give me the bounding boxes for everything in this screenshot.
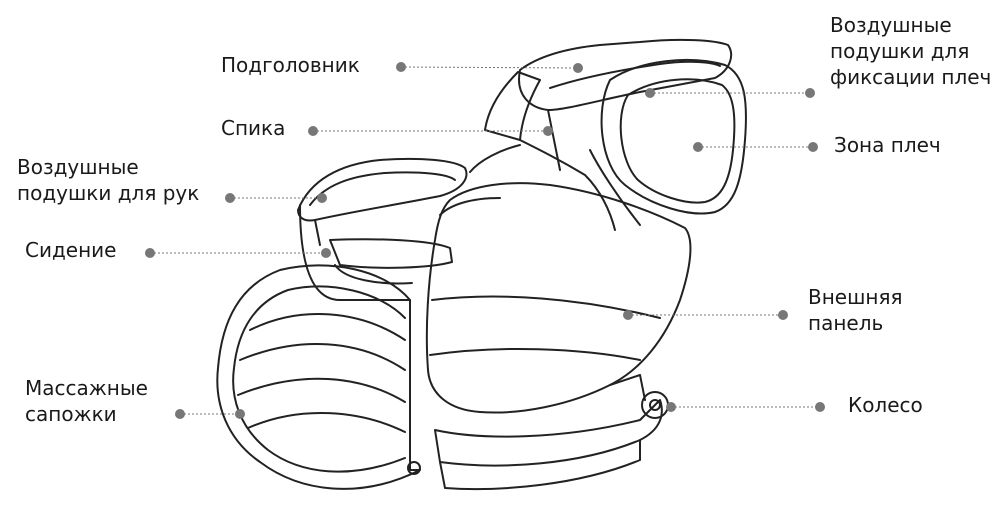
dot-arm-airbags-label — [225, 193, 235, 203]
dot-seat-label — [145, 248, 155, 258]
dot-outer-panel-label — [778, 310, 788, 320]
label-wheel-line-1: Колесо — [848, 393, 923, 417]
dot-back-label — [308, 126, 318, 136]
label-outer-panel-line-1: Внешняя — [808, 285, 903, 309]
label-shoulder-zone-line-1: Зона плеч — [834, 133, 941, 157]
leader-headrest — [400, 66, 579, 69]
dot-shoulder-airbags-part — [645, 88, 655, 98]
label-arm-airbags: Воздушные подушки для рук — [17, 154, 199, 206]
dot-outer-panel-part — [623, 310, 633, 320]
label-back: Спика — [221, 115, 285, 141]
label-headrest: Подголовник — [221, 52, 360, 78]
backrest-drawing — [469, 38, 733, 231]
label-back-line-1: Спика — [221, 116, 286, 140]
leg-rest-drawing — [216, 264, 421, 490]
label-shoulder-airbags-line-1: Воздушные — [830, 13, 952, 37]
dot-wheel-part — [666, 402, 676, 412]
dot-shoulder-zone-part — [693, 142, 703, 152]
label-foot-massagers-line-2: сапожки — [25, 402, 117, 426]
label-arm-airbags-line-1: Воздушные — [17, 155, 139, 179]
dot-shoulder-zone-label — [808, 142, 818, 152]
dot-back-part — [543, 126, 553, 136]
label-seat-line-1: Сидение — [25, 238, 117, 262]
label-outer-panel: Внешняя панель — [808, 284, 903, 336]
label-outer-panel-line-2: панель — [808, 311, 884, 335]
label-shoulder-airbags-line-3: фиксации плеч — [830, 65, 992, 89]
label-shoulder-zone: Зона плеч — [834, 132, 941, 158]
outer-panel-drawing — [425, 182, 692, 414]
armrest-drawing — [297, 157, 468, 246]
label-headrest-line-1: Подголовник — [221, 53, 360, 77]
dot-foot-massagers-part — [235, 409, 245, 419]
base-drawing — [434, 374, 663, 491]
dot-wheel-label — [815, 402, 825, 412]
label-shoulder-airbags: Воздушные подушки для фиксации плеч — [830, 12, 991, 90]
label-seat: Сидение — [25, 237, 116, 263]
dot-shoulder-airbags-label — [805, 88, 815, 98]
dot-foot-massagers-label — [175, 409, 185, 419]
label-shoulder-airbags-line-2: подушки для — [830, 39, 970, 63]
label-arm-airbags-line-2: подушки для рук — [17, 181, 200, 205]
label-wheel: Колесо — [848, 392, 923, 418]
dot-arm-airbags-part — [317, 193, 327, 203]
dot-headrest-label — [396, 62, 406, 72]
seat-drawing — [299, 204, 453, 301]
label-foot-massagers-line-1: Массажные — [25, 376, 148, 400]
shoulder-panel-drawing — [600, 59, 747, 215]
label-foot-massagers: Массажные сапожки — [25, 375, 148, 427]
dot-seat-part — [321, 248, 331, 258]
dot-headrest-part — [573, 63, 583, 73]
